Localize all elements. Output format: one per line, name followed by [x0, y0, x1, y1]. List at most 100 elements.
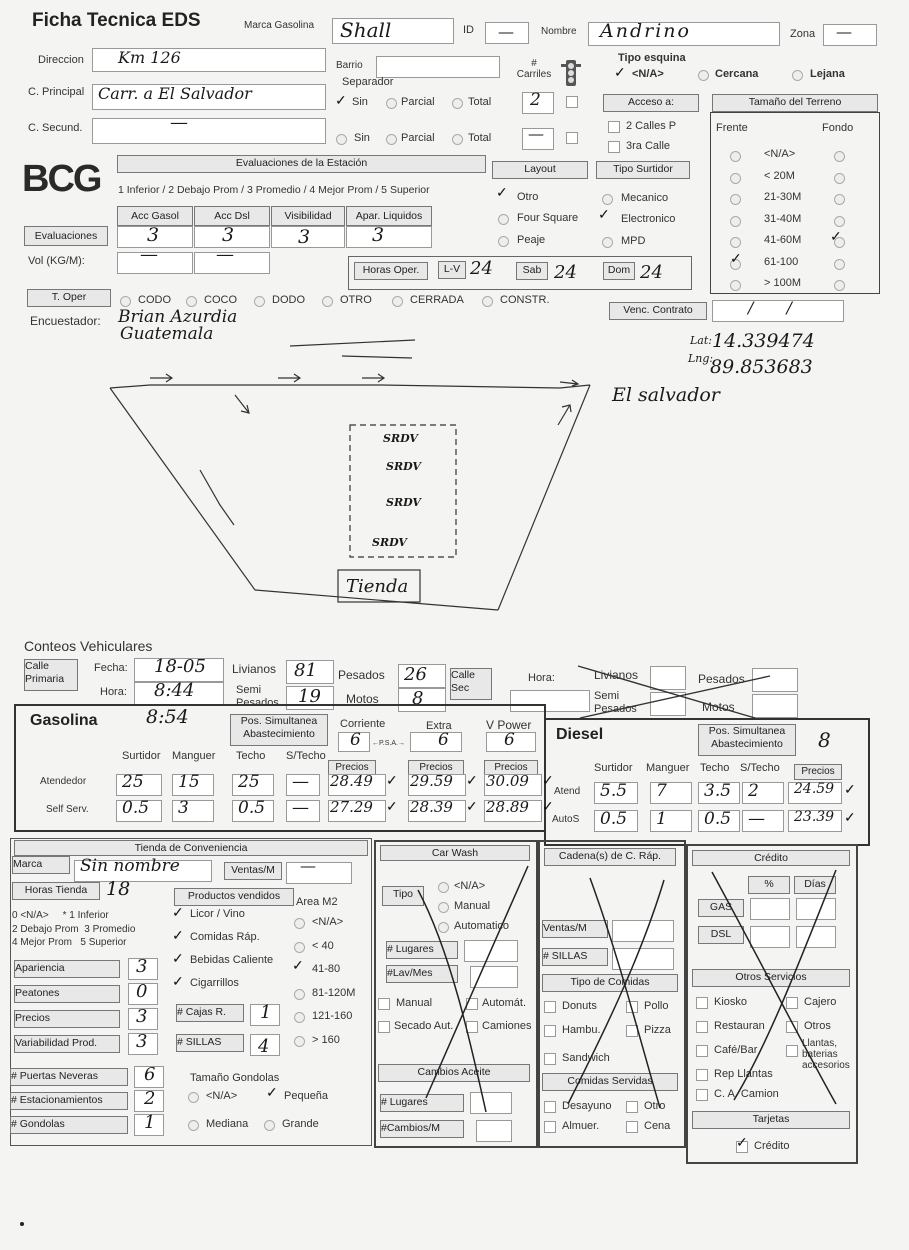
tipo-comidas-title[interactable]: Tipo de Comidas — [542, 974, 678, 992]
desayuno-check[interactable] — [544, 1101, 556, 1113]
atendedor-field-2[interactable] — [232, 774, 274, 796]
layout-peaje-radio[interactable] — [498, 236, 509, 247]
semi-field[interactable] — [286, 686, 334, 710]
zona-field[interactable] — [823, 24, 877, 46]
tamano-terreno-button[interactable]: Tamaño del Terreno — [712, 94, 878, 112]
fondo-radio-4[interactable] — [834, 237, 845, 248]
sandwich-check[interactable] — [544, 1053, 556, 1065]
id-field[interactable] — [485, 22, 529, 44]
fondo-radio-2[interactable] — [834, 194, 845, 205]
rep-llantas-check[interactable] — [696, 1069, 708, 1081]
carwash-title[interactable]: Car Wash — [380, 845, 530, 861]
tarjeta-credito-check[interactable] — [736, 1141, 748, 1153]
semi2-field[interactable] — [650, 692, 686, 716]
parcial-radio-1[interactable] — [386, 98, 397, 109]
cercana-radio[interactable] — [698, 70, 709, 81]
evaluaciones-title-button[interactable]: Evaluaciones de la Estación — [117, 155, 486, 173]
fondo-radio-0[interactable] — [834, 151, 845, 162]
cajas-field[interactable] — [250, 1004, 280, 1026]
gondola-mediana-radio[interactable] — [188, 1120, 199, 1131]
otros-servicios-title[interactable]: Otros Servicios — [692, 969, 850, 987]
visibilidad-col[interactable]: Visibilidad — [271, 206, 345, 226]
toper-radio-5[interactable] — [482, 296, 493, 307]
fondo-radio-5[interactable] — [834, 258, 845, 270]
frente-radio-2[interactable] — [730, 194, 741, 205]
sin-radio-2[interactable] — [336, 134, 347, 145]
dos-calles-check[interactable] — [608, 121, 620, 133]
diesel-atend-field-2[interactable] — [698, 782, 740, 804]
toper-radio-3[interactable] — [322, 296, 333, 307]
secundaria-field[interactable] — [92, 118, 326, 144]
nombre-field[interactable] — [588, 22, 780, 46]
frente-radio-4[interactable] — [730, 237, 741, 248]
cena-check[interactable] — [626, 1121, 638, 1133]
eval-field-3[interactable] — [271, 226, 345, 248]
toper-radio-1[interactable] — [186, 296, 197, 307]
corriente-pos-field[interactable] — [338, 732, 370, 752]
diesel-autos-field-0[interactable] — [594, 810, 638, 832]
parcial-radio-2[interactable] — [386, 134, 397, 145]
barrio-field[interactable] — [376, 56, 500, 78]
motos-field[interactable] — [398, 688, 446, 712]
eval-field-2[interactable] — [194, 226, 270, 248]
extra-pos-field[interactable] — [410, 732, 462, 752]
carriles-field-2[interactable] — [522, 128, 554, 150]
cadena-sillas-field[interactable] — [612, 948, 674, 970]
diesel-autos-field-3[interactable] — [742, 810, 784, 832]
carriles-check-1[interactable] — [566, 96, 578, 108]
eval-field-4[interactable] — [346, 226, 432, 248]
lejana-radio[interactable] — [792, 70, 803, 81]
credito-title[interactable]: Crédito — [692, 850, 850, 866]
carriles-check-2[interactable] — [566, 132, 578, 144]
tienda-ventas-field[interactable] — [286, 862, 352, 884]
carwash-na-radio[interactable] — [438, 882, 449, 893]
tarjetas-title[interactable]: Tarjetas — [692, 1111, 850, 1129]
aceite-cambios-field[interactable] — [476, 1120, 512, 1142]
calle-sec-button[interactable]: Calle Sec — [450, 668, 492, 700]
self-field-1[interactable] — [172, 800, 214, 822]
gondola-na-radio[interactable] — [188, 1092, 199, 1103]
fecha-field[interactable] — [134, 658, 224, 682]
t-oper-button[interactable]: T. Oper — [27, 289, 111, 307]
layout-four-radio[interactable] — [498, 214, 509, 225]
vpower-pos-field[interactable] — [486, 732, 536, 752]
tienda-sillas-field[interactable] — [250, 1034, 280, 1056]
frente-radio-5[interactable] — [730, 258, 741, 270]
count-field-0[interactable] — [134, 1066, 164, 1088]
count-field-1[interactable] — [134, 1090, 164, 1112]
area-radio-0[interactable] — [294, 918, 305, 929]
hambu-check[interactable] — [544, 1025, 556, 1037]
kiosko-check[interactable] — [696, 997, 708, 1009]
fondo-radio-1[interactable] — [834, 172, 845, 184]
self-precio-field-2[interactable] — [484, 800, 542, 822]
diesel-atend-field-0[interactable] — [594, 782, 638, 804]
marca-field[interactable] — [332, 18, 454, 44]
mpd-radio[interactable] — [602, 237, 613, 248]
rating-field-3[interactable] — [128, 1033, 158, 1055]
cafe-check[interactable] — [696, 1045, 708, 1057]
toper-radio-0[interactable] — [120, 296, 131, 307]
mecanico-radio[interactable] — [602, 194, 613, 205]
toper-radio-4[interactable] — [392, 296, 403, 307]
carwash-manual-check[interactable] — [378, 998, 390, 1010]
tienda-marca-field[interactable] — [74, 860, 212, 882]
principal-field[interactable] — [92, 84, 326, 110]
productos-vendidos-button[interactable]: Productos vendidos — [174, 888, 294, 906]
restauran-check[interactable] — [696, 1021, 708, 1033]
gasolina-pos-button[interactable]: Pos. Simultanea Abastecimiento — [230, 714, 328, 746]
otro-comida-check[interactable] — [626, 1101, 638, 1113]
total-radio-2[interactable] — [452, 134, 463, 145]
pesados-field[interactable] — [398, 664, 446, 688]
carriles-field-1[interactable] — [522, 92, 554, 114]
diesel-atend-field-3[interactable] — [742, 782, 784, 804]
almuer-check[interactable] — [544, 1121, 556, 1133]
ca-camion-check[interactable] — [696, 1089, 708, 1101]
frente-radio-0[interactable] — [730, 151, 741, 162]
count-field-2[interactable] — [134, 1114, 164, 1136]
rating-field-0[interactable] — [128, 958, 158, 980]
calle-primaria-button[interactable]: Calle Primaria — [24, 659, 78, 691]
motos2-field[interactable] — [752, 694, 798, 718]
credito-dsl-pct[interactable] — [750, 926, 790, 948]
fondo-radio-6[interactable] — [834, 280, 845, 291]
hora-field[interactable] — [134, 682, 224, 706]
